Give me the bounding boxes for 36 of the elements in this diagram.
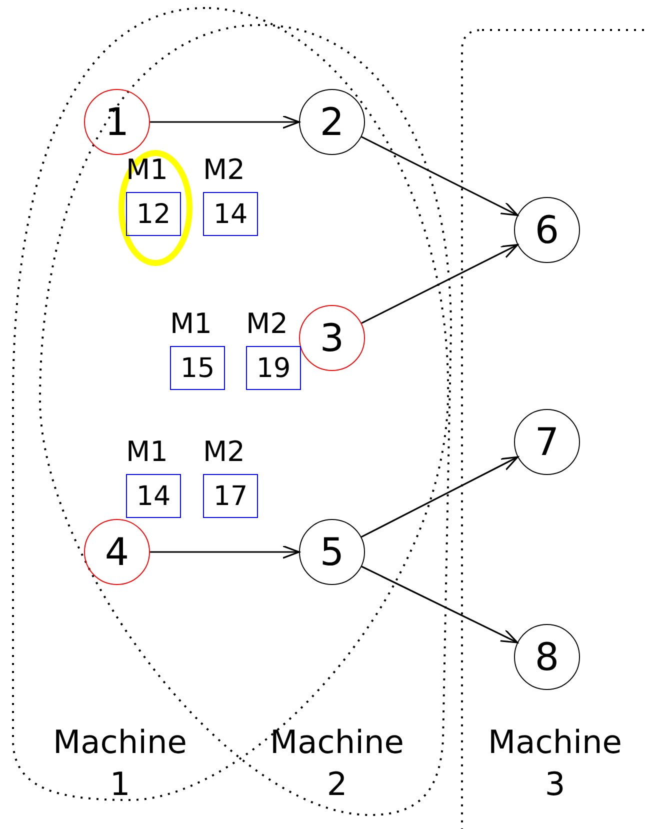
arrow xyxy=(150,115,300,129)
machine-label: Machine 3 xyxy=(487,722,623,805)
node-number: 3 xyxy=(320,319,344,357)
arrow xyxy=(361,244,518,324)
time-value: 14 xyxy=(126,474,181,518)
state-circle xyxy=(299,89,365,155)
machine-heading: M2 xyxy=(203,156,245,184)
arrow xyxy=(361,456,518,538)
time-value: 12 xyxy=(126,192,181,236)
node-number: 2 xyxy=(320,103,344,141)
state-circle xyxy=(514,409,580,475)
time-value: 17 xyxy=(203,474,258,518)
node-number: 6 xyxy=(534,211,560,249)
machine-label: Machine 2 xyxy=(269,722,405,805)
arrow xyxy=(361,136,518,216)
machine-heading: M2 xyxy=(246,310,288,338)
node-number: 8 xyxy=(534,638,560,676)
state-circle xyxy=(299,305,365,371)
node-number: 4 xyxy=(104,533,130,571)
machine-heading: M2 xyxy=(203,438,245,466)
time-value: 15 xyxy=(170,346,225,390)
node-number: 1 xyxy=(104,103,130,141)
machine-label: Machine 1 xyxy=(52,722,188,805)
node-number: 5 xyxy=(320,533,344,571)
state-circle xyxy=(299,519,365,585)
state-circle xyxy=(84,519,150,585)
time-value: 19 xyxy=(246,346,301,390)
time-value: 14 xyxy=(203,192,258,236)
arrow xyxy=(361,566,518,644)
arrow xyxy=(150,545,300,559)
state-circle xyxy=(514,624,580,690)
state-circle xyxy=(514,197,580,263)
machine-heading: M1 xyxy=(170,310,212,338)
node-number: 7 xyxy=(534,423,560,461)
machine-heading: M1 xyxy=(126,438,168,466)
state-circle xyxy=(84,89,150,155)
